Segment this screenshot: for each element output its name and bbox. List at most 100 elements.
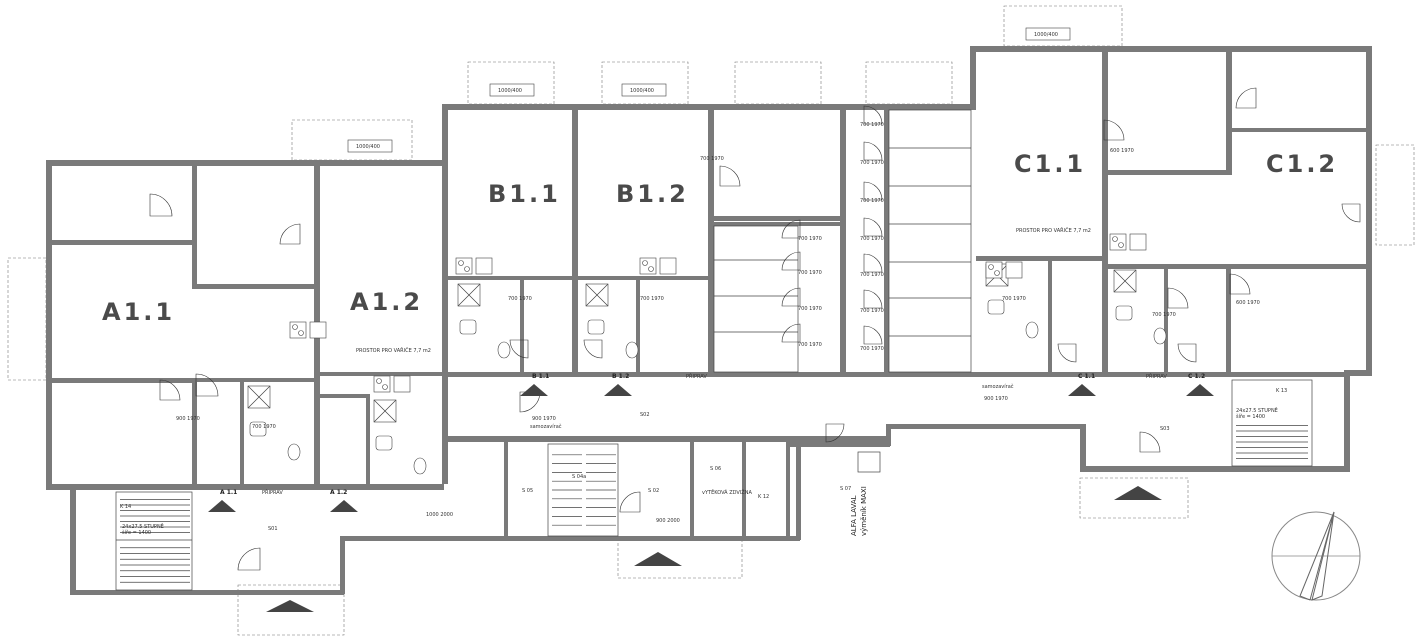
door-swing: [1139, 431, 1161, 453]
unit-tag-b12: B 1.2: [612, 373, 629, 380]
stair-width-k14: šíře = 1400: [122, 529, 151, 536]
stove-icon: [1112, 236, 1118, 242]
entrance-marker: [520, 384, 548, 396]
stair-width-k13: šíře = 1400: [1236, 413, 1265, 420]
door-swing: [237, 547, 261, 571]
door-swing: [583, 339, 603, 359]
unit-tag-b11: B 1.1: [532, 373, 549, 380]
door-dimension-label: 700 1970: [798, 270, 822, 276]
stair-note-k14: 24x27.5 STUPNĚ: [122, 522, 164, 530]
stove-icon: [373, 375, 391, 393]
stove-icon: [639, 257, 657, 275]
unit-label-a12: A1.2: [350, 288, 423, 316]
window-label: 1000/400: [498, 88, 522, 94]
shower-icon: [247, 385, 271, 409]
door-swing: [781, 219, 801, 239]
shower-icon: [373, 399, 397, 423]
window-label: 1000/400: [356, 144, 380, 150]
sink-icon: [659, 257, 677, 275]
door-dimension-label: 600 1970: [1236, 300, 1260, 306]
door-dimension-label: 700 1970: [860, 122, 884, 128]
stair-note-k13: 24x27.5 STUPNĚ: [1236, 406, 1278, 414]
stove-icon: [458, 260, 464, 266]
door-swing: [1167, 287, 1189, 309]
stove-icon: [289, 321, 307, 339]
stove-icon: [642, 260, 648, 266]
stove-icon: [455, 257, 473, 275]
sink-icon: [1005, 261, 1023, 279]
north-arrow-icon: [1271, 511, 1361, 601]
stove-icon: [648, 266, 654, 272]
room-labels: S01 S02 S03 S 05 S 04a S 02 S 06 K 12 S …: [120, 226, 1287, 536]
toilet-icon: [413, 457, 427, 475]
door-swing: [863, 325, 883, 345]
door-dimension-label: 900 1970: [532, 416, 556, 422]
door-swing: [781, 323, 801, 343]
door-dimension-label: 700 1970: [860, 160, 884, 166]
inner-walls-b: [448, 110, 976, 538]
door-swing: [781, 251, 801, 271]
door-swing: [1341, 203, 1361, 223]
shower-icon: [1113, 269, 1137, 293]
door-swing: [825, 423, 845, 443]
room-label-s02b: S 02: [648, 488, 659, 494]
room-label-k12: K 12: [758, 494, 769, 500]
cooking-note-c11: PROSTOR PRO VAŘIČE 7,7 m2: [1016, 226, 1091, 234]
sink-icon: [309, 321, 327, 339]
entrance-marker: [1186, 384, 1214, 396]
stove-icon: [292, 324, 298, 330]
door-dimension-label: 900 2000: [656, 518, 680, 524]
lift-note: vYTĚKOVÁ ZDVIŽNA: [702, 488, 752, 496]
door-dimension-label: 1000 2000: [426, 512, 453, 518]
unit-label-c11: C1.1: [1014, 150, 1086, 178]
door-dimension-label: 700 1970: [798, 236, 822, 242]
door-dimension-label: 900 1970: [176, 416, 200, 422]
window-label: 1000/400: [630, 88, 654, 94]
stove-icon: [376, 378, 382, 384]
door-dimension-label: 900 1970: [984, 396, 1008, 402]
entrance-marker: [208, 500, 236, 512]
door-swing: [781, 287, 801, 307]
room-label-s06: S 06: [710, 466, 721, 472]
sink-icon: [393, 375, 411, 393]
door-dimension-label: 700 1970: [860, 198, 884, 204]
heat-exchanger: ALFA LAVAL výměník MAXI: [850, 451, 881, 536]
pavement-a: PŘIPRAV: [262, 488, 283, 496]
sign-line-2: výměník MAXI: [860, 486, 868, 536]
entrance-marker: [634, 552, 682, 566]
room-label-k13: K 13: [1276, 388, 1287, 394]
sink-icon: [475, 257, 493, 275]
door-dimension-label: 700 1970: [798, 342, 822, 348]
pavement-b: PŘIPRAV: [686, 372, 707, 380]
unit-label-b12: B1.2: [616, 180, 689, 208]
sink-icon: [1115, 305, 1133, 321]
door-dimension-label: 700 1970: [1152, 312, 1176, 318]
door-swing: [1057, 343, 1077, 363]
window-labels: 1000/400 1000/400 1000/400 1000/400: [347, 27, 1071, 153]
unit-tag-a12: A 1.2: [330, 489, 347, 496]
service-cabins: [713, 109, 972, 373]
toilet-icon: [497, 341, 511, 359]
door-swing: [863, 253, 883, 273]
entrance-marker: [1068, 384, 1096, 396]
door-dimension-label: 700 1970: [1002, 296, 1026, 302]
stove-icon: [1118, 242, 1124, 248]
pavement-c: PŘIPRAV: [1146, 372, 1167, 380]
unit-tag-a11: A 1.1: [220, 489, 237, 496]
sink-icon: [459, 319, 477, 335]
door-swing: [863, 289, 883, 309]
room-label-s07: S 07: [840, 486, 851, 492]
shower-icon: [457, 283, 481, 307]
unit-tag-c11: C 1.1: [1078, 373, 1095, 380]
door-swing: [619, 491, 641, 513]
door-swing: [863, 217, 883, 237]
sign-line-1: ALFA LAVAL: [850, 495, 858, 536]
stairs: [115, 379, 1313, 591]
inner-walls-c: [976, 52, 1366, 377]
room-label-s05: S 05: [522, 488, 533, 494]
door-swing: [159, 379, 181, 401]
unit-labels: A1.1 A1.2 B1.1 B1.2 C1.1 C1.2: [102, 150, 1335, 326]
door-swing: [1235, 87, 1257, 109]
door-swing: [1229, 273, 1251, 295]
door-dimension-label: 700 1970: [700, 156, 724, 162]
